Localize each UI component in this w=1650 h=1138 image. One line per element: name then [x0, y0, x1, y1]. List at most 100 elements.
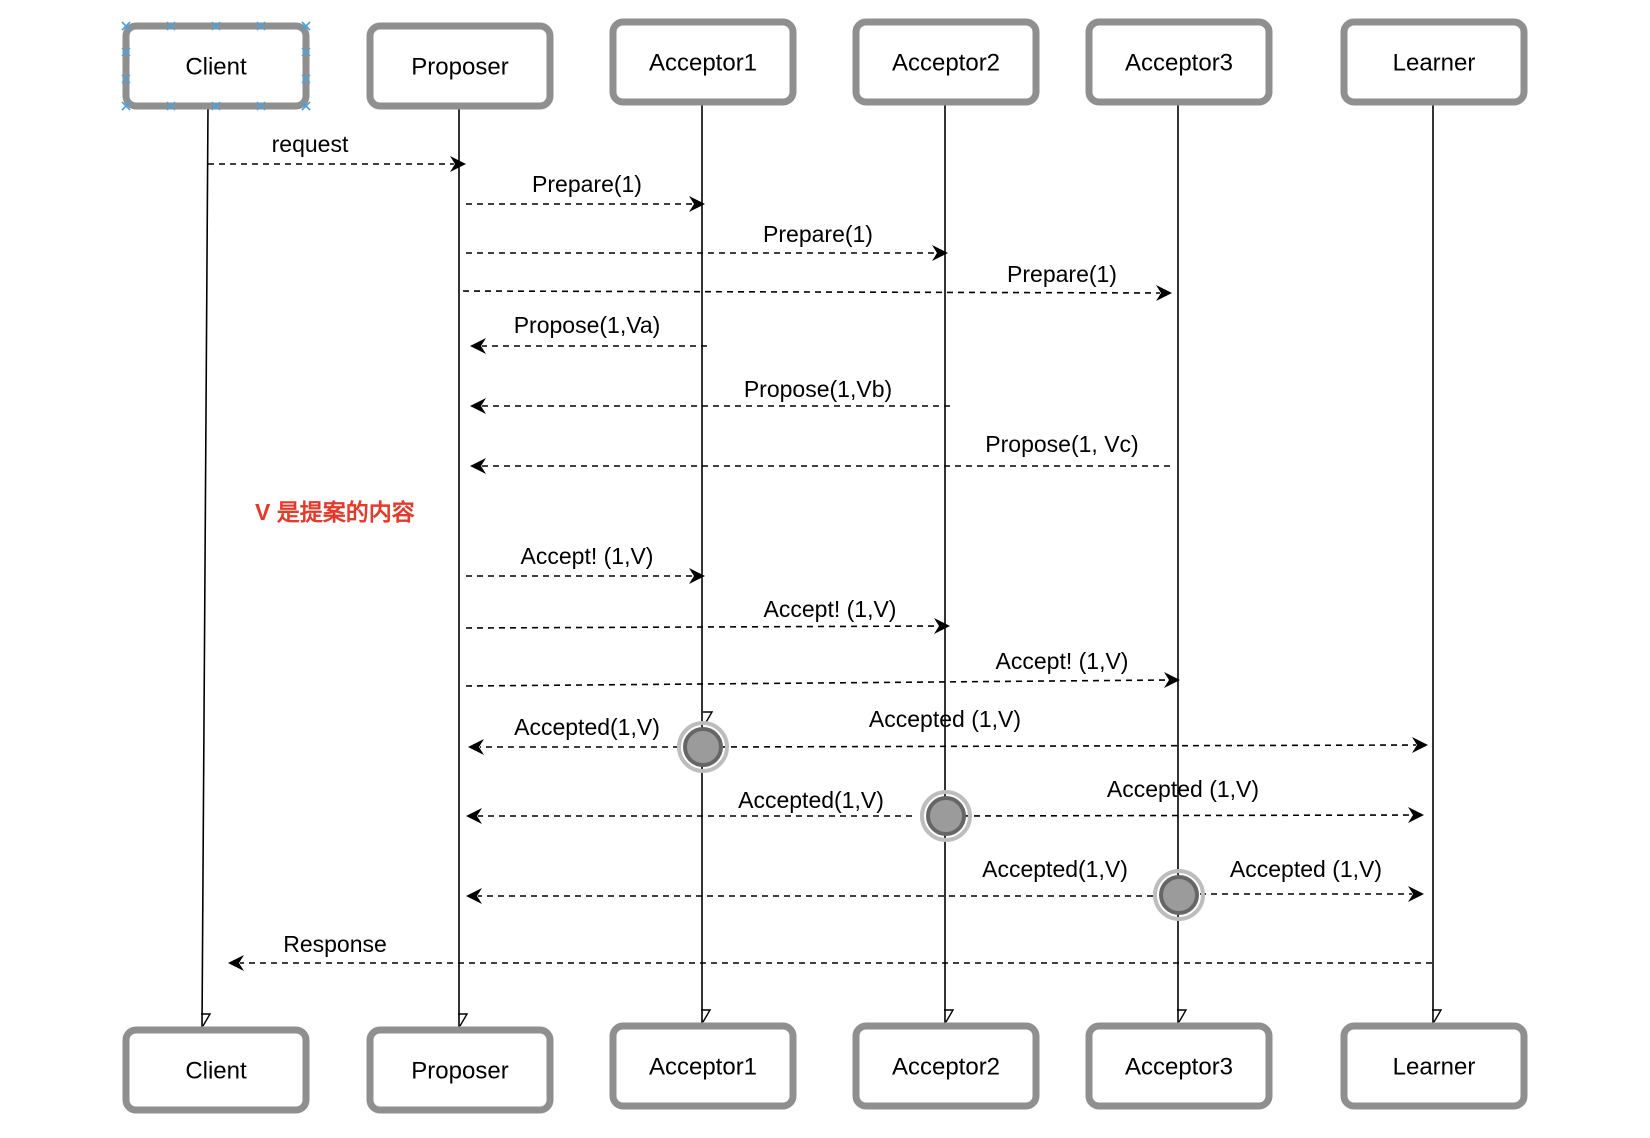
actor-label: Client: [185, 1057, 247, 1084]
actors-top: Client Proposer Acceptor1 Acceptor2 Acceptor…: [122, 18, 1528, 110]
lifeline-client: [201, 105, 209, 1029]
arrowhead: [466, 808, 482, 824]
message-line: [462, 290, 1161, 294]
message-4[interactable]: Propose(1,Va): [470, 312, 707, 354]
message-16[interactable]: Response: [228, 931, 1432, 971]
actor-box: [1340, 18, 1528, 106]
junction-marker-3: [1153, 869, 1205, 921]
actor-learner-top[interactable]: Learner: [1340, 18, 1528, 106]
message-label: Accepted (1,V): [869, 706, 1021, 732]
actor-acceptor2-top[interactable]: Acceptor2: [852, 18, 1040, 106]
lifeline-end-client: [201, 1013, 212, 1027]
message-3[interactable]: Prepare(1): [462, 261, 1172, 301]
message-label: Accept! (1,V): [996, 648, 1129, 674]
actor-box: [1085, 18, 1273, 106]
arrowhead: [468, 739, 484, 755]
message-label: Accepted(1,V): [514, 714, 660, 740]
note-text: V 是提案的内容: [255, 499, 415, 525]
arrowhead: [689, 196, 705, 212]
actor-box: [852, 18, 1040, 106]
actor-acceptor1-top[interactable]: Acceptor1: [609, 18, 797, 106]
lifeline-end-acceptor1: [701, 1009, 712, 1023]
message-label: Prepare(1): [1007, 261, 1117, 287]
actor-label: Acceptor2: [892, 1053, 1000, 1080]
message-label: Accepted (1,V): [1230, 856, 1382, 882]
actor-learner-bottom[interactable]: Learner: [1340, 1022, 1528, 1110]
message-0[interactable]: request: [208, 131, 466, 172]
message-line: [465, 679, 1169, 687]
actor-proposer-bottom[interactable]: Proposer: [366, 1026, 554, 1114]
client-selection-handles: [121, 21, 311, 111]
junction-marker-2: [920, 790, 972, 842]
message-label: Response: [283, 931, 387, 957]
message-7[interactable]: Accept! (1,V): [466, 543, 705, 584]
actor-label: Acceptor2: [892, 49, 1000, 76]
message-12[interactable]: Accepted(1,V): [466, 787, 912, 824]
actor-label: Learner: [1393, 1053, 1476, 1080]
actor-box: [366, 22, 554, 110]
actor-box: [366, 1026, 554, 1114]
arrowhead: [1408, 807, 1424, 823]
message-11[interactable]: Accepted (1,V): [719, 706, 1428, 753]
message-label: Accept! (1,V): [764, 596, 897, 622]
actor-label: Learner: [1393, 49, 1476, 76]
actor-acceptor1-bottom[interactable]: Acceptor1: [609, 1022, 797, 1110]
message-2[interactable]: Prepare(1): [466, 221, 948, 261]
message-line: [951, 814, 1413, 817]
message-label: Prepare(1): [763, 221, 873, 247]
message-line: [465, 625, 939, 629]
arrowhead: [1408, 886, 1424, 902]
arrowhead: [470, 458, 486, 474]
message-label: Propose(1, Vc): [985, 431, 1138, 457]
lifeline-end-acceptor3: [1177, 1009, 1188, 1023]
message-1[interactable]: Prepare(1): [466, 171, 705, 212]
arrowhead: [932, 245, 948, 261]
actor-box: [609, 1022, 797, 1110]
actor-label: Client: [185, 53, 247, 80]
message-line: [719, 744, 1417, 748]
junctions: [677, 721, 1205, 921]
actor-acceptor3-bottom[interactable]: Acceptor3: [1085, 1022, 1273, 1110]
lifeline-end-learner: [1432, 1009, 1443, 1023]
message-15[interactable]: Accepted (1,V): [1200, 856, 1424, 902]
message-label: Accepted (1,V): [1107, 776, 1259, 802]
arrowhead: [1156, 285, 1172, 301]
actor-label: Proposer: [411, 53, 508, 80]
lifeline-end-proposer: [458, 1013, 469, 1027]
actor-box: [122, 1026, 310, 1114]
junction-marker-1: [677, 721, 729, 773]
message-label: Propose(1,Vb): [744, 376, 892, 402]
actor-label: Proposer: [411, 1057, 508, 1084]
message-5[interactable]: Propose(1,Vb): [470, 376, 950, 414]
message-8[interactable]: Accept! (1,V): [465, 596, 950, 634]
arrowhead: [1164, 672, 1180, 688]
actor-box: [852, 1022, 1040, 1110]
actor-acceptor2-bottom[interactable]: Acceptor2: [852, 1022, 1040, 1110]
actor-client-bottom[interactable]: Client: [122, 1026, 310, 1114]
actor-label: Acceptor1: [649, 49, 757, 76]
actor-client-top[interactable]: Client: [122, 22, 310, 110]
message-6[interactable]: Propose(1, Vc): [470, 431, 1170, 474]
actor-label: Acceptor3: [1125, 1053, 1233, 1080]
actor-proposer-top[interactable]: Proposer: [366, 22, 554, 110]
message-label: request: [272, 131, 349, 157]
message-14[interactable]: Accepted(1,V): [466, 856, 1153, 904]
lifeline-end-acceptor2: [944, 1009, 955, 1023]
message-label: Propose(1,Va): [514, 312, 661, 338]
activation-tick: [703, 711, 714, 725]
message-13[interactable]: Accepted (1,V): [951, 776, 1424, 823]
arrowhead: [450, 156, 466, 172]
message-label: Accepted(1,V): [982, 856, 1128, 882]
message-label: Prepare(1): [532, 171, 642, 197]
arrowhead: [1412, 737, 1428, 753]
arrowhead: [228, 955, 244, 971]
actor-box: [609, 18, 797, 106]
actor-box: [1085, 1022, 1273, 1110]
message-9[interactable]: Accept! (1,V): [465, 648, 1180, 688]
arrowhead: [689, 568, 705, 584]
message-label: Accept! (1,V): [521, 543, 654, 569]
actor-acceptor3-top[interactable]: Acceptor3: [1085, 18, 1273, 106]
arrowhead: [934, 618, 950, 634]
message-10[interactable]: Accepted(1,V): [468, 714, 690, 755]
